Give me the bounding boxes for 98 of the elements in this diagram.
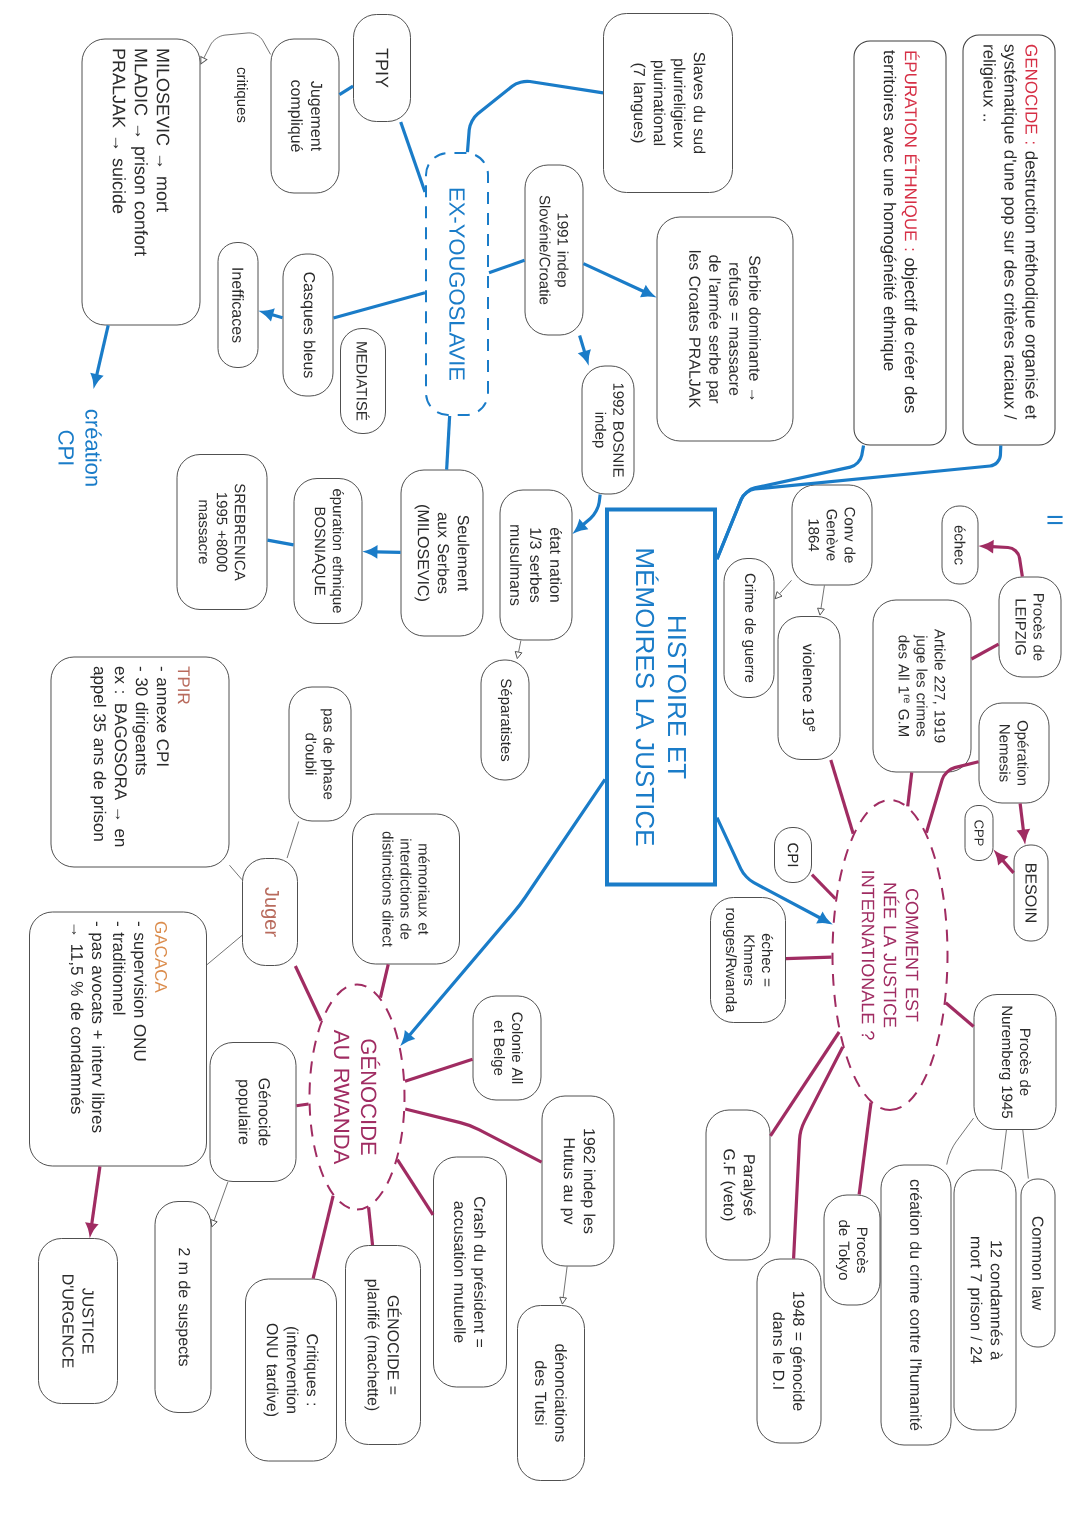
arrow [1017, 803, 1030, 842]
note-bubble: 1962 indep les Hutus au pv [541, 1095, 615, 1267]
section-number: II [1047, 515, 1063, 525]
arrow [86, 1166, 102, 1235]
connector-line [924, 760, 979, 834]
connector-line [769, 1031, 841, 1137]
connector-line [366, 1207, 375, 1246]
connector-line [857, 1102, 873, 1195]
connector-line [946, 1117, 974, 1165]
connector-line [465, 79, 604, 153]
note-bubble: violence 19$^{e}$ [777, 616, 841, 760]
connector-line [715, 445, 866, 560]
connector-line [829, 759, 855, 835]
connector-line [944, 1001, 975, 1028]
dashed-topic-box: EX-YOUGOSLAVIE [425, 152, 489, 416]
connector-line [267, 538, 294, 547]
dashed-topic-oval: GÉNOCIDE AU RWANDA [308, 983, 406, 1211]
note-bubble: MILOSEVIC → mort MLADIC → prison confort PRALJAK → suicide [81, 38, 201, 326]
connector-line [445, 415, 452, 470]
note-bubble: Procès de Tokyo [823, 1194, 881, 1306]
handwritten-note: création CPI [58, 409, 102, 486]
note-bubble: 1992 BOSNIE indep [581, 365, 635, 495]
note-bubble: 1948 = génocide dans le D.I [756, 1258, 822, 1444]
note-bubble: Crime de guerre [723, 558, 775, 698]
title-box: HISTOIRE ET MÉMOIRES LA JUSTICE [605, 507, 717, 887]
note-bubble: dénonciations des Tutsi [517, 1305, 585, 1481]
connector-line [785, 955, 832, 961]
note-bubble: Opération Nemesis [978, 702, 1050, 804]
arrow [261, 309, 283, 320]
connector-line [792, 1046, 845, 1259]
note-bubble: GÉNOCIDE = planifié (machette) [345, 1245, 421, 1445]
edge-label: critiques [232, 65, 250, 125]
connector-line [229, 864, 243, 881]
note-bubble: Critiques : (intervention ONU tardive) [245, 1278, 337, 1462]
note-bubble: Common law [1020, 1178, 1056, 1348]
note-bubble: Inefficaces [217, 242, 259, 368]
note-bubble: Crash du président = accusation mutuelle [433, 1156, 507, 1388]
note-bubble: échec [941, 505, 979, 585]
dashed-topic-oval: COMMENT EST NÉE LA JUSTICE INTERNATIONALE ? [831, 799, 949, 1111]
note-bubble: pas de phase d'oubli [288, 686, 352, 822]
connector-line [338, 84, 354, 96]
connector-line [404, 1107, 543, 1164]
note-bubble: TPIR - annexe CPI - 30 dirigeants ex : BAGOSORA → en appel 35 ans de prison [50, 656, 230, 868]
note-bubble: Procès de Nuremberg 1945 [973, 994, 1057, 1130]
connector-line [488, 258, 526, 275]
arrow [774, 579, 792, 600]
note-bubble: Slaves du sud plurireligieux plurinational (7 langues) [603, 13, 733, 193]
connector-line [311, 1195, 335, 1279]
connector-line [396, 1158, 435, 1216]
note-bubble: Casques bleus [282, 253, 334, 397]
connector-line [1001, 1129, 1007, 1170]
arrow [578, 335, 591, 363]
arrow [995, 852, 1015, 874]
note-bubble: Conv de Genève 1864 [791, 484, 873, 586]
connector-line [906, 772, 914, 807]
note-bubble: Serbie dominante → refuse = massacre de l'armée serbe par les Croates PRALJAK [656, 216, 794, 442]
note-bubble: état nation 1/3 serbes musulmans [499, 489, 573, 641]
note-bubble: Séparatistes [480, 659, 530, 781]
note-bubble: Paralysé G.F (veto) [705, 1109, 771, 1261]
arrow [817, 585, 825, 616]
note-bubble: MEDIATISÉ [340, 328, 386, 434]
note-bubble: Seulement aux Serbes (MILOSEVIC) [400, 469, 484, 637]
note-bubble: épuration ethnique BOSNIAQUE [293, 478, 363, 624]
note-bubble: Jugement compliqué [270, 38, 340, 194]
note-bubble: 2 m de suspects [154, 1201, 212, 1413]
note-bubble: JUSTICE D'URGENCE [38, 1238, 118, 1404]
note-bubble: création du crime contre l'humanité [880, 1164, 952, 1446]
connector-line [404, 1057, 474, 1083]
connector-line [378, 964, 390, 998]
arrow [582, 262, 654, 297]
connector-line [296, 1102, 309, 1108]
arrow [574, 494, 602, 533]
note-bubble: 1991 indep Slovénie/Croatie [524, 164, 584, 336]
note-bubble: Juger [242, 858, 298, 966]
arrow [402, 778, 607, 1044]
note-bubble: mémoriaux et interdictions de distinctions direct [352, 813, 460, 965]
connector-line [399, 121, 427, 193]
connector-line [1022, 1129, 1029, 1179]
note-bubble: GACACA - supervision ONU - traditionnel - pas avocats + interv libres → 11,5 % de condamnés [29, 911, 207, 1167]
definition-box: GENOCIDE : destruction méthodique organisé et systématique d'une pop sur des critères raciaux / religieux .. [962, 34, 1056, 446]
connector-line [206, 934, 243, 966]
note-bubble: 12 condamnés à mort 7 prison / 24 [953, 1169, 1017, 1431]
connector-line [293, 965, 323, 1022]
note-bubble: CPP [964, 805, 994, 861]
note-bubble: échec = Khmers rouges/Rwanda [710, 897, 786, 1023]
arrow [559, 1266, 568, 1305]
connector-line [970, 642, 1000, 661]
note-bubble: Procès de LEIPZIG [998, 576, 1062, 678]
note-bubble: Génocide populaire [209, 1042, 297, 1182]
note-bubble: BESOIN [1013, 844, 1049, 942]
note-bubble: Colonie All et Belge [472, 995, 542, 1101]
connector-line [333, 291, 426, 320]
arrow [514, 640, 523, 660]
note-bubble: SREBRENICA 1995 +8000 massacre [176, 454, 268, 610]
arrow [200, 32, 271, 65]
arrow [210, 1181, 229, 1228]
connector-line [286, 821, 300, 859]
note-bubble: TPIY [353, 14, 411, 122]
